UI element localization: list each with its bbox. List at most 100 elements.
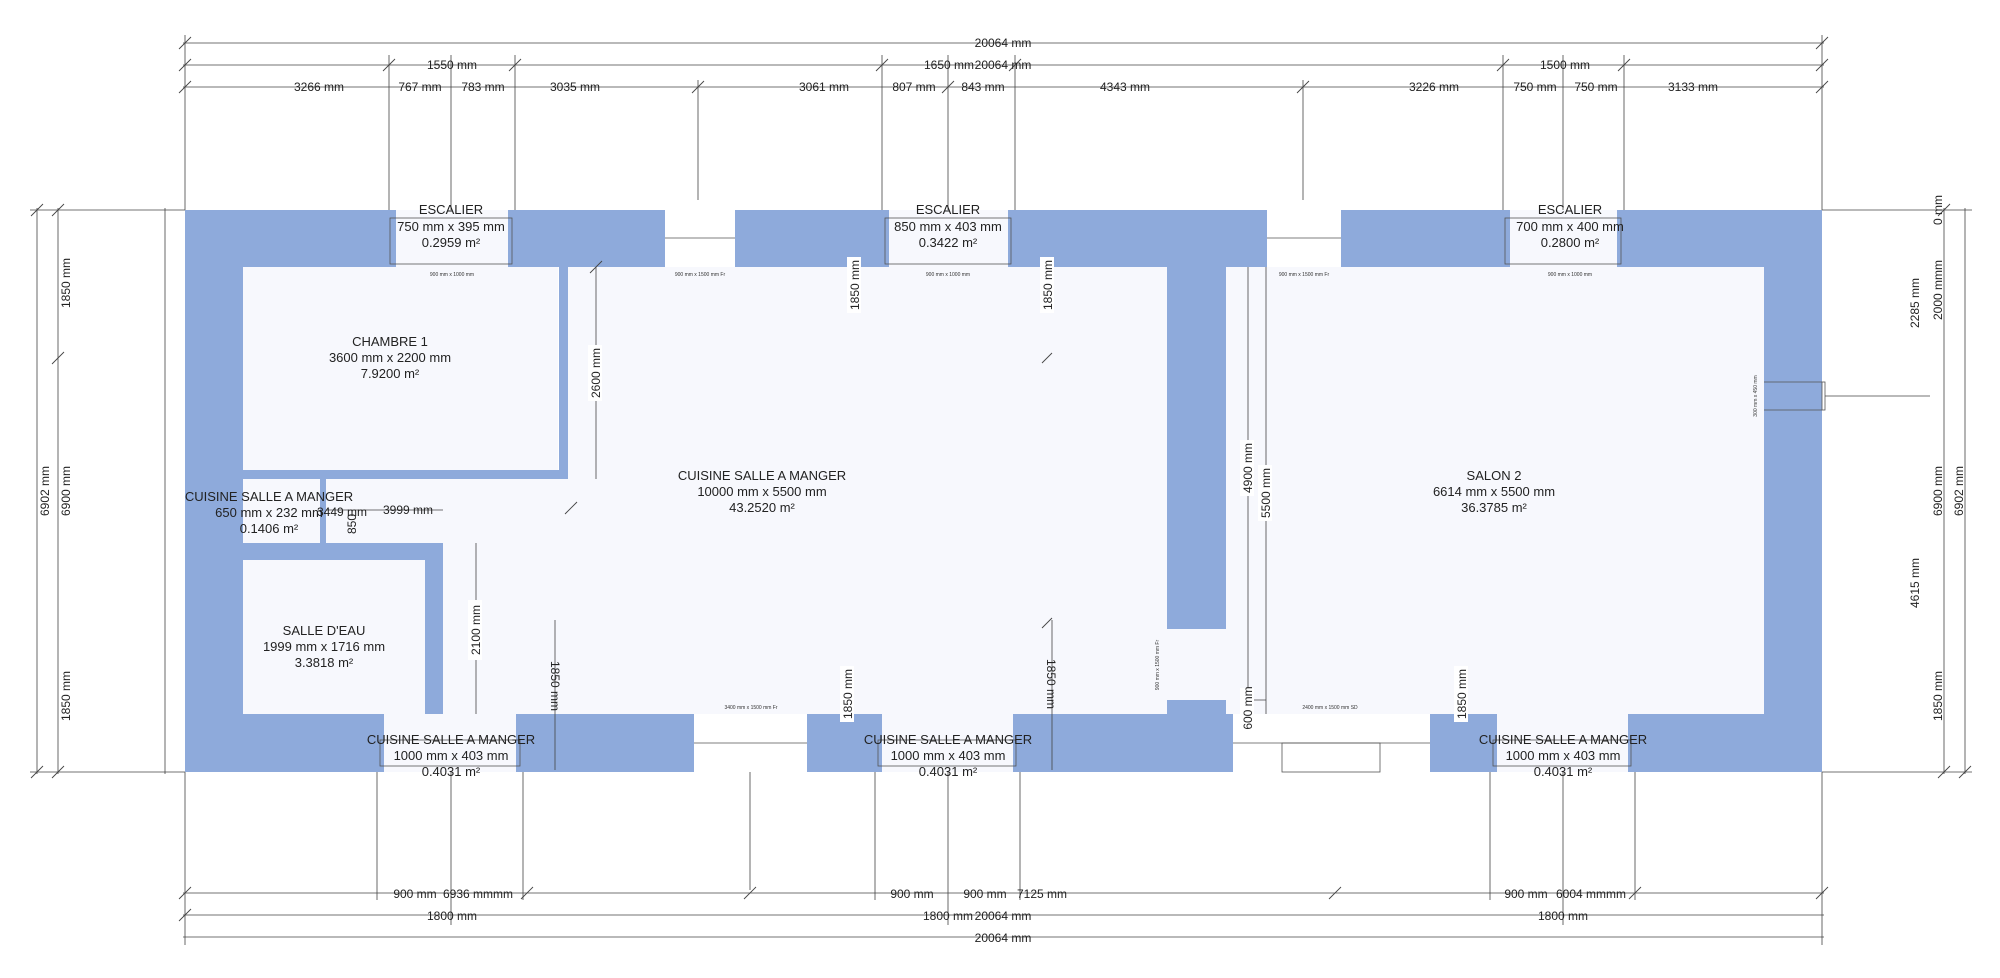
- room-cuisine-bottom-1: CUISINE SALLE A MANGER 1000 mm x 403 mm …: [367, 732, 535, 779]
- dim-label: 807 mm: [892, 80, 935, 94]
- floor-salon-2: [1226, 267, 1764, 714]
- room-area: 0.2959 m²: [422, 235, 481, 250]
- dim-label: 1850 mm: [841, 669, 855, 719]
- floors: [243, 210, 1764, 772]
- room-area: 3.3818 m²: [295, 655, 354, 670]
- wall-right: [1764, 210, 1822, 772]
- dim-label: 1850 mm: [1931, 671, 1945, 721]
- room-salon-2: SALON 2 6614 mm x 5500 mm 36.3785 m²: [1433, 468, 1555, 515]
- dim-label: 750 mm: [1513, 80, 1556, 94]
- floor-escalier-1: [396, 210, 508, 267]
- stair-frame: [1492, 739, 1632, 767]
- room-dims: 1000 mm x 403 mm: [1506, 748, 1621, 763]
- room-area: 7.9200 m²: [361, 366, 420, 381]
- dim-label: 6936 mmmm: [443, 887, 513, 901]
- room-escalier-3: ESCALIER 700 mm x 400 mm 0.2800 m²: [1516, 202, 1624, 250]
- room-name: ESCALIER: [916, 202, 980, 217]
- dim-label: 3226 mm: [1409, 80, 1459, 94]
- dimension-lines: [30, 35, 1972, 945]
- floor-escalier-2: [889, 210, 1008, 267]
- wall-partition-center-low: [1167, 700, 1226, 716]
- dim-label: 843 mm: [961, 80, 1004, 94]
- floor-stair-bottom-1: [384, 714, 516, 772]
- wall-chambre-right: [559, 265, 568, 480]
- floor-hall: [326, 479, 443, 543]
- dim-label: 3061 mm: [799, 80, 849, 94]
- dim-label: 900 mm: [963, 887, 1006, 901]
- stair-frame: [1504, 217, 1622, 265]
- dim-label: 1850 mm: [1041, 260, 1055, 310]
- room-dims: 10000 mm x 5500 mm: [697, 484, 826, 499]
- room-name: CHAMBRE 1: [352, 334, 428, 349]
- room-area: 0.4031 m²: [1534, 764, 1593, 779]
- dim-label: 1850 mm: [1044, 659, 1058, 709]
- opening-label: 2400 mm x 1500 mm SD: [1302, 705, 1358, 711]
- room-area: 0.4031 m²: [919, 764, 978, 779]
- dim-label: 3035 mm: [550, 80, 600, 94]
- room-area: 0.4031 m²: [422, 764, 481, 779]
- dim-label: 6004 mmmm: [1556, 887, 1626, 901]
- dim-label: 783 mm: [461, 80, 504, 94]
- room-dims: 750 mm x 395 mm: [397, 219, 505, 234]
- window-frame: [1281, 742, 1381, 773]
- room-chambre-1: CHAMBRE 1 3600 mm x 2200 mm 7.9200 m²: [329, 334, 451, 381]
- dim-label: 5500 mm: [1259, 468, 1273, 518]
- room-name: CUISINE SALLE A MANGER: [367, 732, 535, 747]
- wall-partition-center: [1167, 265, 1226, 629]
- floor-closet: [243, 479, 320, 543]
- room-cuisine-small: CUISINE SALLE A MANGER 650 mm x 232 mm 0…: [185, 489, 353, 536]
- room-name: CUISINE SALLE A MANGER: [678, 468, 846, 483]
- room-name: ESCALIER: [419, 202, 483, 217]
- dim-label: 1650 mm: [924, 58, 974, 72]
- stair-frame: [379, 739, 521, 767]
- room-dims: 1999 mm x 1716 mm: [263, 639, 385, 654]
- room-dims: 1000 mm x 403 mm: [891, 748, 1006, 763]
- room-dims: 1000 mm x 403 mm: [394, 748, 509, 763]
- dim-label: 7125 mm: [1017, 887, 1067, 901]
- dim-label: 6902 mm: [1952, 466, 1966, 516]
- dim-label: 850: [345, 514, 359, 534]
- room-name: SALON 2: [1467, 468, 1522, 483]
- room-cuisine-salle-a-manger: CUISINE SALLE A MANGER 10000 mm x 5500 m…: [678, 468, 846, 515]
- dim-label: 20064 mm: [975, 36, 1032, 50]
- dim-label: 6900 mm: [1931, 466, 1945, 516]
- dim-label: 3133 mm: [1668, 80, 1718, 94]
- dim-label: 1850 mm: [1455, 669, 1469, 719]
- dim-label: 1550 mm: [427, 58, 477, 72]
- wall-left: [185, 210, 243, 772]
- room-cuisine-bottom-3: CUISINE SALLE A MANGER 1000 mm x 403 mm …: [1479, 732, 1647, 779]
- dim-label: 900 mm: [890, 887, 933, 901]
- floor-passage: [1167, 629, 1226, 700]
- top-dimension-labels: 20064 mm 1550 mm 1650 mm 20064 mm 1500 m…: [294, 36, 1718, 94]
- dim-label: 4900 mm: [1241, 443, 1255, 493]
- floor-escalier-3: [1510, 210, 1617, 267]
- floor-salle-deau: [243, 560, 425, 714]
- dim-label: 1800 mm: [1538, 909, 1588, 923]
- dim-label: 1850 mm: [848, 260, 862, 310]
- floor-stair-bottom-3: [1497, 714, 1628, 772]
- floor-cuisine: [568, 267, 1167, 714]
- opening-label: 900 mm x 1000 mm: [926, 272, 970, 278]
- dim-label: 900 mm: [1504, 887, 1547, 901]
- dim-label: 767 mm: [398, 80, 441, 94]
- room-name: CUISINE SALLE A MANGER: [185, 489, 353, 504]
- room-name: CUISINE SALLE A MANGER: [1479, 732, 1647, 747]
- room-area: 0.2800 m²: [1541, 235, 1600, 250]
- room-name: ESCALIER: [1538, 202, 1602, 217]
- room-area: 36.3785 m²: [1461, 500, 1527, 515]
- dim-label: 900 mm: [393, 887, 436, 901]
- dim-label: 2100 mm: [469, 605, 483, 655]
- opening-label: 900 mm x 1500 mm Fr: [1155, 640, 1161, 691]
- dim-label: 1500 mm: [1540, 58, 1590, 72]
- dim-label: 1850 mm: [59, 671, 73, 721]
- dim-label: 1800 mm: [923, 909, 973, 923]
- right-dimension-labels: 0 mm 2285 mm 2000 mmm 6900 mm 6902 mm 46…: [1908, 195, 1966, 721]
- room-salle-deau: SALLE D'EAU 1999 mm x 1716 mm 3.3818 m²: [263, 623, 385, 670]
- room-area: 0.1406 m²: [240, 521, 299, 536]
- wall-chambre-bottom: [243, 470, 568, 479]
- dim-label: 600 mm: [1241, 686, 1255, 729]
- opening-labels: 900 mm x 1000 mm 900 mm x 1500 mm Fr 900…: [430, 272, 1759, 711]
- left-dimension-labels: 1850 mm 6902 mm 6900 mm 1850 mm: [38, 258, 73, 721]
- opening-label: 900 mm x 1500 mm Fr: [675, 272, 726, 278]
